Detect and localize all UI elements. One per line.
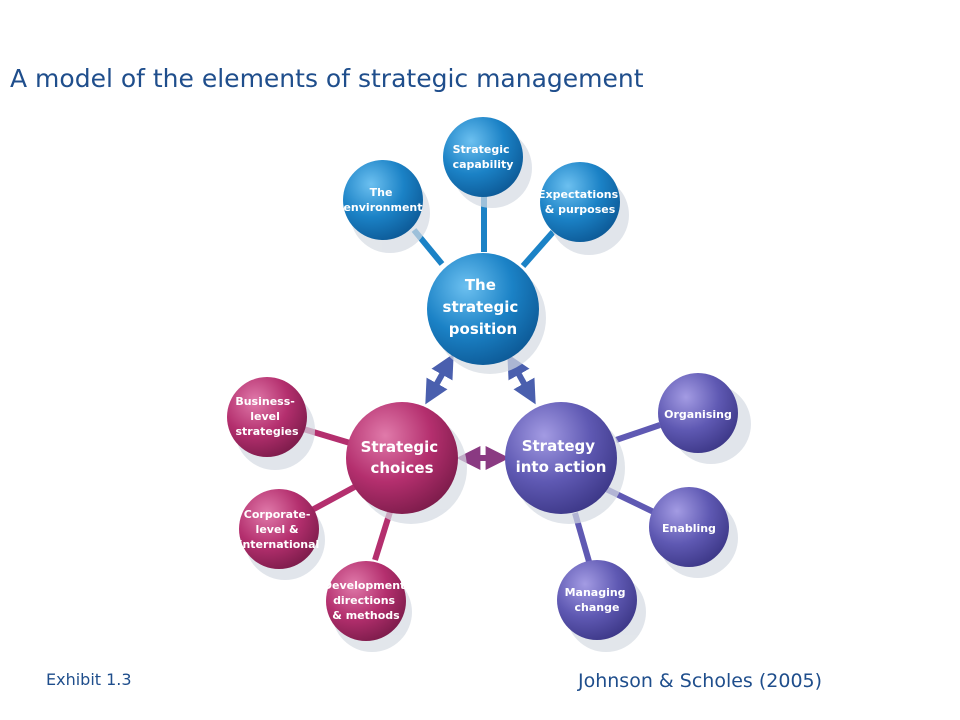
hub-action: Strategy into action	[505, 402, 617, 514]
node-development: Development directions & methods	[323, 561, 409, 641]
node-enabling: Enabling	[649, 487, 729, 567]
exhibit-label: Exhibit 1.3	[46, 670, 132, 689]
svg-text:Strategic capability: Strategic capability	[453, 143, 514, 171]
hub-position-line-3: position	[449, 320, 517, 338]
node-organising: Organising	[658, 373, 738, 453]
connector-corporate	[310, 481, 362, 513]
svg-text:The strategic posi: The strategic position	[443, 276, 524, 338]
connector-organising	[615, 422, 661, 443]
svg-text:The environment: The environment	[343, 186, 422, 214]
node-expectations: Expectations & purposes	[538, 162, 622, 242]
svg-text:Enabling: Enabling	[662, 522, 716, 535]
hub-position: The strategic position	[427, 253, 539, 365]
hub-choices-line-1: Strategic	[361, 438, 439, 456]
svg-text:Development directions: Development directions & methods	[323, 579, 409, 622]
hub-position-line-1: The	[465, 276, 496, 294]
arrow-position-choices	[425, 353, 454, 405]
hub-position-line-2: strategic	[443, 298, 519, 316]
hub-action-line-1: Strategy	[522, 437, 596, 455]
node-managing: Managing change	[557, 560, 637, 640]
slide-title: A model of the elements of strategic man…	[10, 64, 644, 93]
node-environment: The environment	[343, 160, 423, 240]
svg-text:Strategic choices: Strategic choices	[361, 438, 444, 477]
connector-development	[372, 511, 393, 561]
hub-action-line-2: into action	[516, 458, 607, 476]
svg-text:Expectations & purposes: Expectations & purposes	[538, 188, 622, 216]
svg-text:Business- level st: Business- level strategies	[235, 395, 299, 438]
hub-choices-line-2: choices	[370, 459, 433, 477]
node-capability: Strategic capability	[443, 117, 523, 197]
svg-text:Strategy into action: Strategy into action	[516, 437, 607, 476]
svg-text:Managing change: Managing change	[565, 586, 630, 614]
hub-choices: Strategic choices	[346, 402, 458, 514]
svg-text:Corporate- level &: Corporate- level & international	[239, 508, 320, 551]
citation: Johnson & Scholes (2005)	[578, 670, 823, 692]
node-corporate: Corporate- level & international	[239, 489, 320, 569]
node-business: Business- level strategies	[227, 377, 307, 457]
connector-expectations	[520, 230, 556, 268]
svg-text:Organising: Organising	[664, 408, 732, 421]
